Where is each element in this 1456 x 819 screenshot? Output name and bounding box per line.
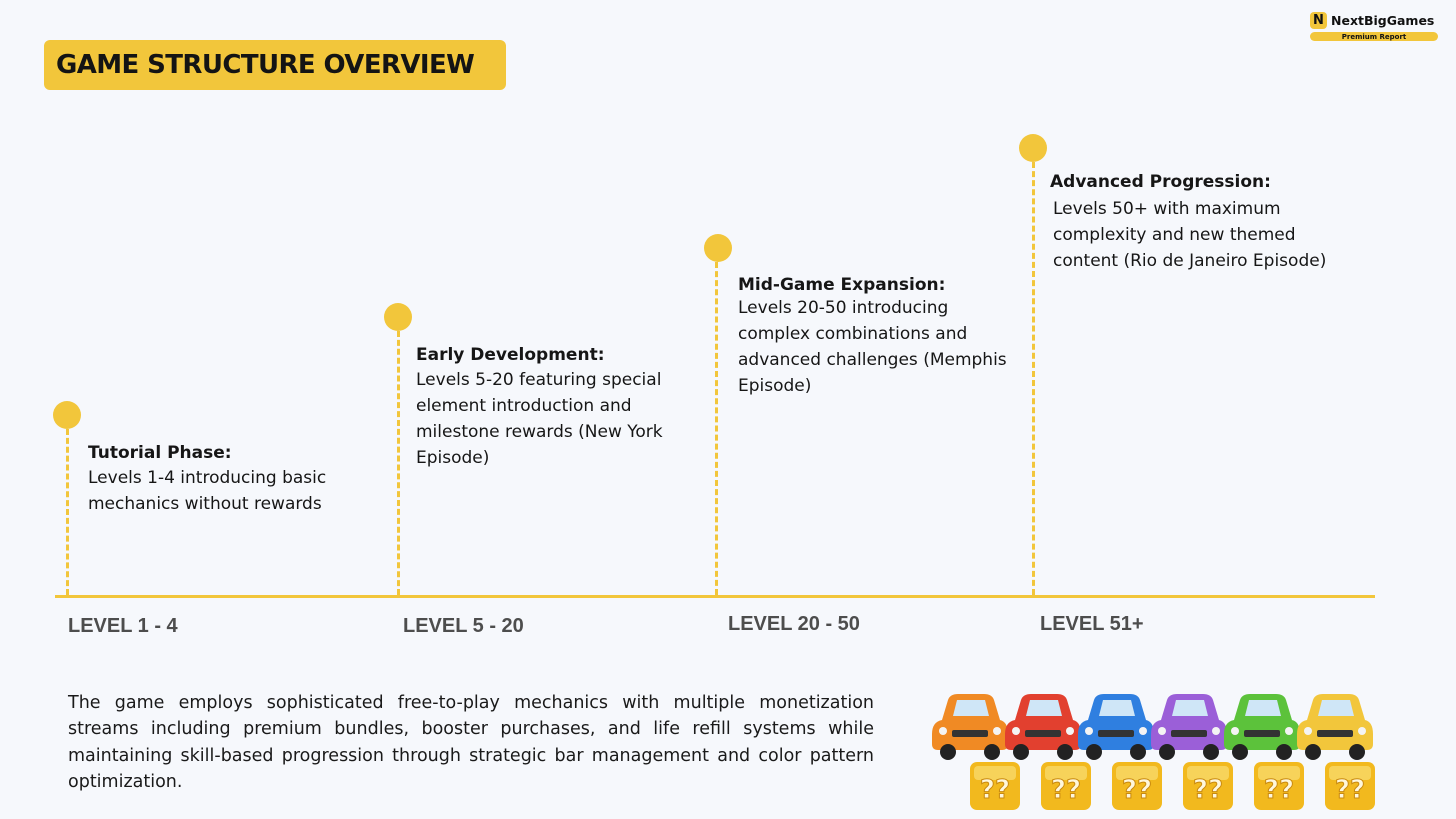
phase-4: Advanced Progression: Levels 50+ with ma… bbox=[1050, 172, 1340, 274]
mystery-box-symbol: ?? bbox=[1051, 775, 1081, 805]
car-headlight bbox=[993, 727, 1001, 735]
car-wheel bbox=[984, 744, 1000, 760]
level-label-4: LEVEL 51+ bbox=[1040, 613, 1144, 636]
mystery-box-symbol: ?? bbox=[980, 775, 1010, 805]
car-window bbox=[1318, 700, 1354, 716]
brand-name: NextBigGames bbox=[1331, 13, 1434, 28]
car-wheel bbox=[1203, 744, 1219, 760]
car-headlight bbox=[1066, 727, 1074, 735]
timeline-stem-4 bbox=[1032, 162, 1035, 595]
car-headlight bbox=[1358, 727, 1366, 735]
phase-description: Levels 5-20 featuring special element in… bbox=[416, 367, 706, 471]
car-wheel bbox=[940, 744, 956, 760]
car-headlight bbox=[1085, 727, 1093, 735]
mystery-box-symbol: ?? bbox=[1122, 775, 1152, 805]
mystery-box-symbol: ?? bbox=[1193, 775, 1223, 805]
car-wheel bbox=[1305, 744, 1321, 760]
toy-car bbox=[1078, 694, 1154, 760]
car-grille bbox=[1317, 730, 1353, 737]
timeline-stem-3 bbox=[715, 262, 718, 595]
car-headlight bbox=[1231, 727, 1239, 735]
timeline-dot-2 bbox=[384, 303, 412, 331]
toy-car bbox=[932, 694, 1008, 760]
phase-description: Levels 50+ with maximum complexity and n… bbox=[1050, 196, 1340, 274]
toy-car bbox=[1224, 694, 1300, 760]
car-grille bbox=[1244, 730, 1280, 737]
timeline-dot-1 bbox=[53, 401, 81, 429]
mystery-box-symbol: ?? bbox=[1335, 775, 1365, 805]
level-label-3: LEVEL 20 - 50 bbox=[728, 613, 860, 636]
toy-car bbox=[1297, 694, 1373, 760]
car-grille bbox=[952, 730, 988, 737]
phase-description: Levels 1-4 introducing basic mechanics w… bbox=[88, 465, 378, 517]
car-headlight bbox=[1304, 727, 1312, 735]
toy-car bbox=[1005, 694, 1081, 760]
car-wheel bbox=[1013, 744, 1029, 760]
mystery-box: ?? bbox=[1183, 762, 1233, 810]
phase-1: Tutorial Phase: Levels 1-4 introducing b… bbox=[88, 443, 378, 517]
mystery-box: ?? bbox=[970, 762, 1020, 810]
car-window bbox=[953, 700, 989, 716]
timeline-dot-3 bbox=[704, 234, 732, 262]
car-grille bbox=[1098, 730, 1134, 737]
car-wheel bbox=[1086, 744, 1102, 760]
timeline-dot-4 bbox=[1019, 134, 1047, 162]
phase-3: Mid-Game Expansion: Levels 20-50 introdu… bbox=[738, 275, 1018, 399]
phase-2: Early Development: Levels 5-20 featuring… bbox=[416, 345, 706, 471]
brand-tagline: Premium Report bbox=[1310, 32, 1438, 41]
mystery-box: ?? bbox=[1254, 762, 1304, 810]
car-headlight bbox=[1212, 727, 1220, 735]
mystery-box: ?? bbox=[1112, 762, 1162, 810]
brand-logo: N NextBigGames Premium Report bbox=[1310, 12, 1438, 46]
car-wheel bbox=[1130, 744, 1146, 760]
phase-description: Levels 20-50 introducing complex combina… bbox=[738, 295, 1018, 399]
car-wheel bbox=[1276, 744, 1292, 760]
car-wheel bbox=[1159, 744, 1175, 760]
car-headlight bbox=[939, 727, 947, 735]
timeline-stem-2 bbox=[397, 331, 400, 595]
car-headlight bbox=[1158, 727, 1166, 735]
level-label-2: LEVEL 5 - 20 bbox=[403, 615, 524, 638]
phase-title: Mid-Game Expansion: bbox=[738, 275, 1018, 295]
car-window bbox=[1099, 700, 1135, 716]
page-title: GAME STRUCTURE OVERVIEW bbox=[56, 50, 474, 80]
timeline-stem-1 bbox=[66, 429, 69, 595]
level-label-1: LEVEL 1 - 4 bbox=[68, 615, 178, 638]
phase-title: Early Development: bbox=[416, 345, 706, 365]
car-wheel bbox=[1349, 744, 1365, 760]
mystery-box-symbol: ?? bbox=[1264, 775, 1294, 805]
mystery-box: ?? bbox=[1325, 762, 1375, 810]
car-headlight bbox=[1139, 727, 1147, 735]
car-grille bbox=[1025, 730, 1061, 737]
timeline-axis bbox=[55, 595, 1375, 598]
car-grille bbox=[1171, 730, 1207, 737]
summary-paragraph: The game employs sophisticated free-to-p… bbox=[68, 690, 874, 796]
toy-car bbox=[1151, 694, 1227, 760]
car-wheel bbox=[1057, 744, 1073, 760]
phase-title: Tutorial Phase: bbox=[88, 443, 378, 463]
car-window bbox=[1172, 700, 1208, 716]
car-window bbox=[1026, 700, 1062, 716]
car-wheel bbox=[1232, 744, 1248, 760]
brand-logo-icon: N bbox=[1310, 12, 1327, 29]
car-headlight bbox=[1012, 727, 1020, 735]
car-window bbox=[1245, 700, 1281, 716]
cars-and-mystery-boxes-illustration: ???????????? bbox=[928, 686, 1404, 814]
title-badge: GAME STRUCTURE OVERVIEW bbox=[44, 40, 506, 90]
phase-title: Advanced Progression: bbox=[1050, 172, 1340, 192]
mystery-box: ?? bbox=[1041, 762, 1091, 810]
car-headlight bbox=[1285, 727, 1293, 735]
